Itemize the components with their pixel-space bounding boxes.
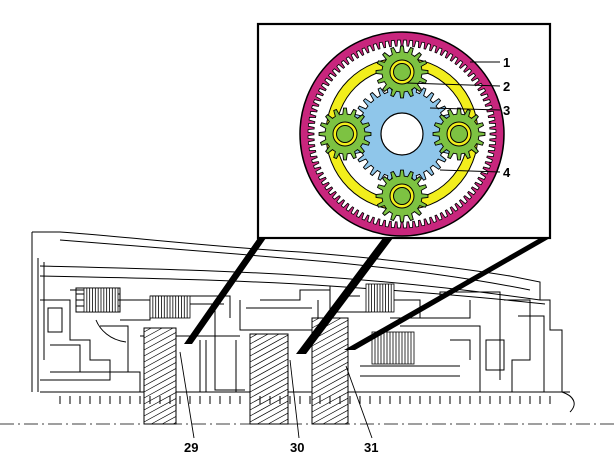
planet-gears xyxy=(318,45,486,223)
gearset-31-section xyxy=(311,317,349,425)
bottom-ribs xyxy=(59,396,551,404)
callout-gearset-31: 31 xyxy=(364,440,378,455)
planet-gear xyxy=(375,169,429,223)
gearset-leader-lines xyxy=(179,351,373,439)
callout-ring-gear: 1 xyxy=(503,55,510,70)
inset-leader-lines xyxy=(405,61,501,173)
gearset-30-section xyxy=(249,333,289,425)
planet-gear xyxy=(432,107,486,161)
planetary-gear-set xyxy=(299,31,505,237)
callout-planet-gear: 2 xyxy=(503,79,510,94)
callout-gearset-30: 30 xyxy=(290,440,304,455)
callout-gearset-29: 29 xyxy=(184,440,198,455)
callout-planet-carrier: 4 xyxy=(503,165,511,180)
planet-gear xyxy=(318,107,372,161)
planet-gear xyxy=(375,45,429,99)
transmission-housing xyxy=(31,231,575,413)
callout-sun-gear: 3 xyxy=(503,103,510,118)
gearset-29-section xyxy=(143,327,177,425)
clutch-plate-packs xyxy=(83,283,415,365)
zoom-callout-wedges xyxy=(184,238,550,354)
